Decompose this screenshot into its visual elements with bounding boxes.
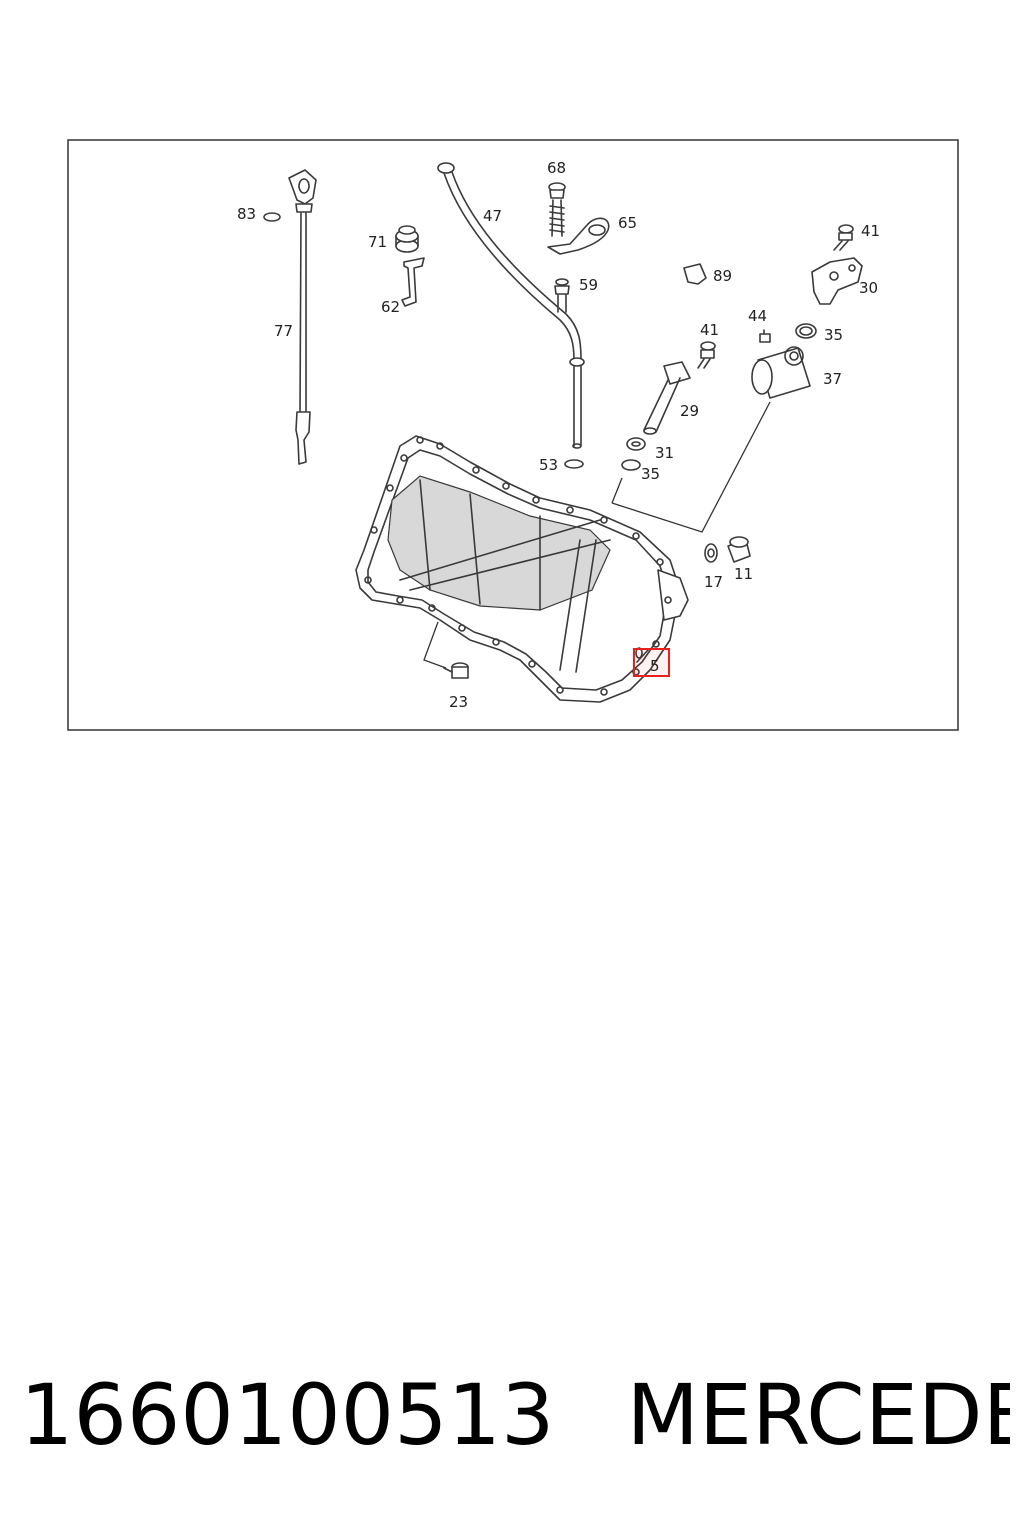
bolt-68 (548, 182, 566, 237)
washer-31 (626, 437, 646, 451)
callout-83: 83 (237, 205, 256, 223)
callout-77: 77 (274, 322, 293, 340)
seal-35-upper (795, 323, 817, 339)
highlight-box (633, 648, 670, 677)
callout-68: 68 (547, 159, 566, 177)
parts-diagram: 83 77 71 62 47 68 65 59 89 41 30 44 41 3… (67, 139, 959, 731)
o-ring-83 (263, 212, 281, 222)
bolt-41-lower (697, 341, 716, 369)
callout-35-upper: 35 (824, 326, 843, 344)
sensor-30 (811, 257, 863, 305)
dipstick-77 (288, 169, 317, 465)
washer-17 (704, 543, 718, 563)
callout-30: 30 (859, 279, 878, 297)
callout-41-lower: 41 (700, 321, 719, 339)
callout-29: 29 (680, 402, 699, 420)
clip-89 (683, 263, 707, 285)
bracket-62 (401, 257, 425, 307)
callout-11: 11 (734, 565, 753, 583)
brand-name: MERCEDES (626, 1366, 1010, 1464)
callout-44: 44 (748, 307, 767, 325)
callout-41-upper: 41 (861, 222, 880, 240)
seal-53 (564, 459, 584, 469)
screw-44 (759, 329, 771, 343)
bolt-59 (554, 278, 570, 313)
bolt-41-upper (833, 224, 854, 251)
guide-tube-47 (437, 162, 585, 449)
callout-71: 71 (368, 233, 387, 251)
callout-62: 62 (381, 298, 400, 316)
sensor-tube-29 (643, 361, 691, 435)
callout-23: 23 (449, 693, 468, 711)
plug-71 (395, 225, 419, 253)
callout-53: 53 (539, 456, 558, 474)
callout-31: 31 (655, 444, 674, 462)
callout-89: 89 (713, 267, 732, 285)
callout-59: 59 (579, 276, 598, 294)
callout-47: 47 (483, 207, 502, 225)
drain-plug-11 (727, 536, 751, 563)
leader-lines (423, 401, 771, 669)
part-number: 1660100513 (20, 1366, 555, 1464)
housing-37 (751, 346, 811, 399)
callout-35-lower: 35 (641, 465, 660, 483)
part-caption: 1660100513 MERCEDES (20, 1360, 1010, 1470)
oil-pan-5 (355, 435, 689, 703)
callout-5: 5 (650, 657, 660, 675)
diagram-frame (67, 139, 959, 731)
callout-37: 37 (823, 370, 842, 388)
seal-35-lower (621, 459, 641, 471)
bolt-23 (443, 662, 469, 679)
callout-17: 17 (704, 573, 723, 591)
callout-65: 65 (618, 214, 637, 232)
eyelet-65 (547, 217, 610, 255)
